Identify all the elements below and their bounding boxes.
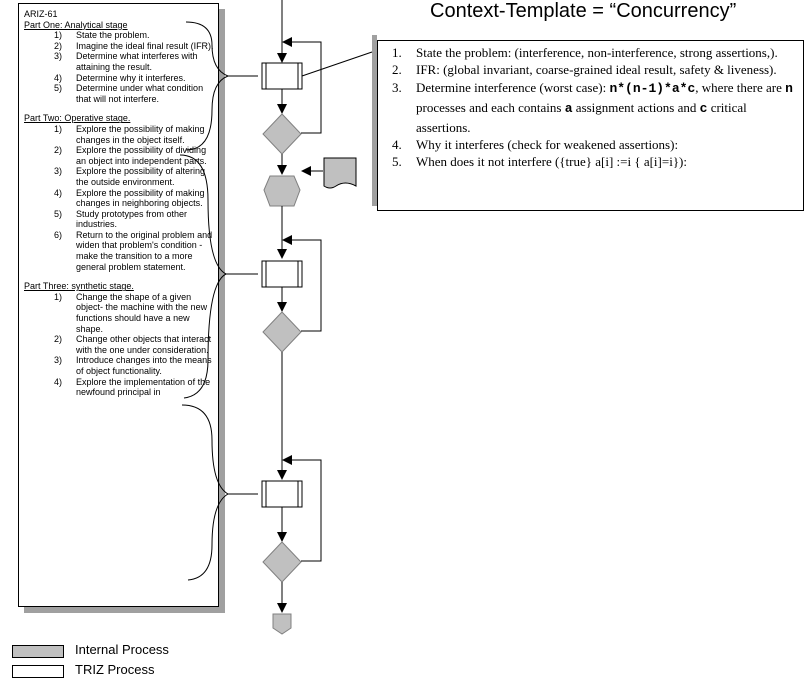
end-terminator [272,613,292,635]
triz-process-box [261,480,303,508]
list-item: 5) Determine under what condition that wi… [24,83,214,104]
list-item: 3. Determine interference (worst case): n… [378,78,803,137]
step-text: Explore the possibility of making change… [76,187,205,209]
list-item: 4. Why it interferes (check for weakened … [378,137,803,154]
brace-part-two [179,154,228,399]
internal-process-hexagon [263,175,301,207]
list-item: 1) State the problem. [24,30,214,41]
text-segment: processes and each contains [416,100,565,115]
list-item: 3) Introduce changes into the means of ob… [24,355,214,376]
part-one-title: Part One: Analytical stage [24,19,128,30]
step-text: Determine what interferes with attaining… [76,51,198,72]
list-item: 1) Change the shape of a given object- th… [24,292,214,334]
loop-line [282,37,322,134]
step-text: Study prototypes from other industries. [76,208,188,230]
step-text: Return to the original problem and widen… [76,229,213,272]
step-number: 4) [53,187,62,198]
item-text: IFR: (global invariant, coarse-grained i… [416,61,777,77]
document-icon [323,157,357,189]
ariz-content: ARIZ-61 Part One: Analytical stage 1) Sta… [24,9,214,398]
step-text: State the problem. [76,30,150,41]
step-number: 1) [53,123,62,134]
text-segment: critical assertions. [416,100,747,135]
list-item: 2) Change other objects that interact wit… [24,334,214,355]
list-item: 4) Determine why it interferes. [24,73,214,84]
variable: n [785,81,793,96]
item-text: State the problem: (interference, non-in… [416,45,778,60]
loop-line [282,455,322,562]
step-number: 1) [53,291,62,302]
step-text: Determine why it interferes. [76,72,186,83]
item-number: 1. [392,45,402,60]
step-number: 2) [53,145,62,156]
list-item: 6) Return to the original problem and wid… [24,230,214,272]
step-number: 6) [53,229,62,240]
step-text: Determine under what condition that will… [76,83,204,104]
formula: n*(n-1)*a*c [609,81,696,96]
item-number: 4. [392,137,402,152]
step-text: Explore the implementation of the newfou… [76,376,211,398]
decision-diamond [262,311,302,353]
decision-diamond [262,541,302,583]
list-item: 5) Study prototypes from other industries… [24,209,214,230]
triz-process-box [261,62,303,90]
step-number: 4) [53,72,62,83]
step-number: 5) [53,83,62,94]
context-title: Context-Template = “Concurrency” [430,0,737,22]
part-three-title: Part Three: synthetic stage. [24,281,134,292]
text-segment: Determine interference (worst case): [416,80,610,95]
step-text: Change the shape of a given object- the … [76,291,208,334]
step-text: Imagine the ideal final result (IFR). [76,40,214,51]
list-item: 5. When does it not interfere ({true} a[i… [378,154,803,171]
ariz-title: ARIZ-61 [24,9,58,19]
item-number: 5. [392,153,402,169]
list-item: 3) Determine what interferes with attaini… [24,51,214,72]
list-item: 2. IFR: (global invariant, coarse-grained… [378,62,803,79]
step-text: Explore the possibility of making change… [76,123,205,145]
step-number: 2) [53,40,62,51]
step-number: 3) [53,166,62,177]
context-connector [301,51,373,77]
list-item: 1. State the problem: (interference, non-… [378,45,803,62]
decision-diamond [262,113,302,155]
brace-part-three [181,404,230,581]
step-number: 3) [53,355,62,366]
legend-internal-swatch [12,645,64,658]
brace-part-one [185,21,230,151]
legend-internal-label: Internal Process [75,642,169,657]
step-number: 1) [53,30,62,41]
step-text: Introduce changes into the means of obje… [76,355,212,376]
list-item: 2) Imagine the ideal final result (IFR). [24,41,214,52]
list-item: 4) Explore the possibility of making chan… [24,188,214,209]
list-item: 4) Explore the implementation of the newf… [24,377,214,398]
context-box-shadow [372,35,377,206]
list-item: 3) Explore the possibility of altering th… [24,166,214,187]
item-text: When does it not interfere ({true} a[i] … [416,153,687,169]
text-segment: , where there are [695,80,786,95]
variable: c [699,101,708,116]
legend-triz-label: TRIZ Process [75,662,155,677]
item-number: 3. [392,80,402,95]
step-text: Explore the possibility of altering the … [76,166,206,187]
step-text: Change other objects that interact with … [76,334,212,355]
step-number: 3) [53,51,62,62]
step-number: 4) [53,376,62,387]
list-item: 1) Explore the possibility of making chan… [24,124,214,145]
item-text: Determine interference (worst case): n*(… [416,78,803,137]
list-item: 2) Explore the possibility of dividing an… [24,145,214,166]
step-number: 2) [53,334,62,345]
context-box: 1. State the problem: (interference, non-… [377,40,804,211]
text-segment: assignment actions and [572,100,700,115]
legend-triz-swatch [12,665,64,678]
triz-process-box [261,260,303,288]
loop-line [282,235,322,332]
step-text: Explore the possibility of dividing an o… [76,145,207,166]
ariz-panel: ARIZ-61 Part One: Analytical stage 1) Sta… [18,3,219,607]
part-two-title: Part Two: Operative stage. [24,113,131,124]
item-number: 2. [392,61,402,77]
item-text: Why it interferes (check for weakened as… [416,137,679,152]
variable: a [564,101,573,116]
step-number: 5) [53,208,62,219]
